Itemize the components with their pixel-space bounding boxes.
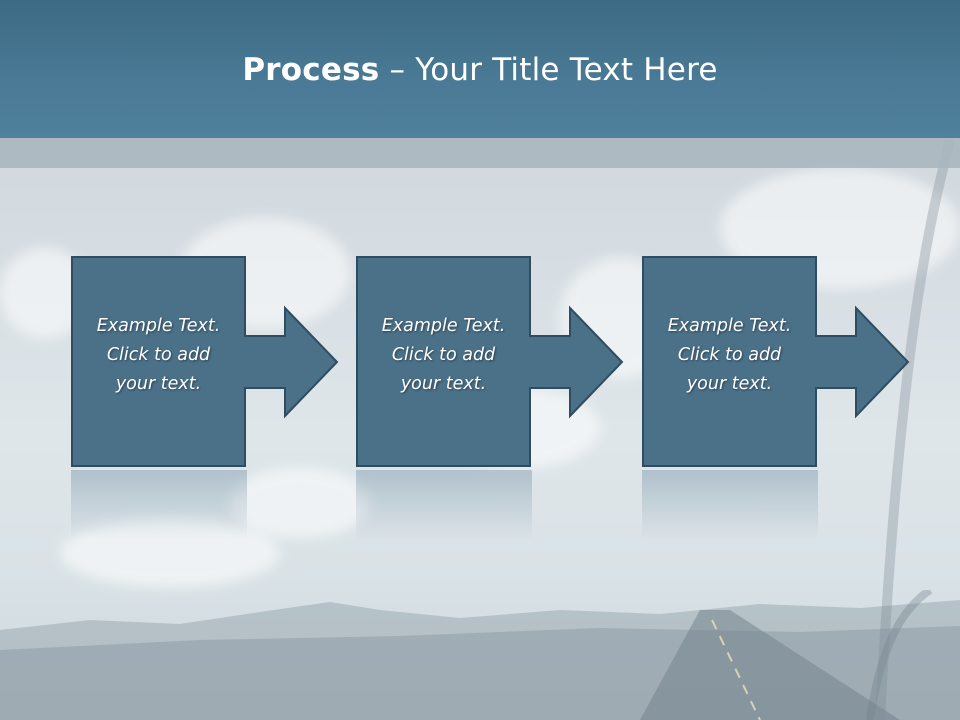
step-text: Example Text. Click to add your text. xyxy=(642,312,817,399)
step-line-3: your text. xyxy=(686,374,773,394)
title-rest: – Your Title Text Here xyxy=(379,52,718,88)
title-bar xyxy=(0,0,960,138)
arrow-right-icon xyxy=(356,256,624,467)
step-reflection xyxy=(642,470,818,540)
slide-title[interactable]: Process – Your Title Text Here xyxy=(0,52,960,88)
step-line-2: Click to add xyxy=(106,345,211,365)
process-step-2[interactable]: Example Text. Click to add your text. xyxy=(356,256,696,468)
road-landscape xyxy=(0,590,960,720)
road-pole xyxy=(875,140,955,720)
process-step-3[interactable]: Example Text. Click to add your text. xyxy=(642,256,960,468)
step-line-3: your text. xyxy=(115,374,202,394)
step-reflection xyxy=(356,470,532,540)
title-bold: Process xyxy=(242,52,380,88)
arrow-right-icon xyxy=(71,256,339,467)
arrow-right-icon xyxy=(642,256,910,467)
step-line-2: Click to add xyxy=(677,345,782,365)
title-band xyxy=(0,138,960,168)
step-text: Example Text. Click to add your text. xyxy=(356,312,531,399)
step-line-3: your text. xyxy=(400,374,487,394)
step-line-1: Example Text. xyxy=(381,316,506,336)
cloud xyxy=(60,518,280,588)
step-text: Example Text. Click to add your text. xyxy=(71,312,246,399)
cloud xyxy=(230,468,370,538)
process-step-1[interactable]: Example Text. Click to add your text. xyxy=(71,256,411,468)
step-line-1: Example Text. xyxy=(667,316,792,336)
step-line-2: Click to add xyxy=(391,345,496,365)
step-line-1: Example Text. xyxy=(96,316,221,336)
step-reflection xyxy=(71,470,247,540)
